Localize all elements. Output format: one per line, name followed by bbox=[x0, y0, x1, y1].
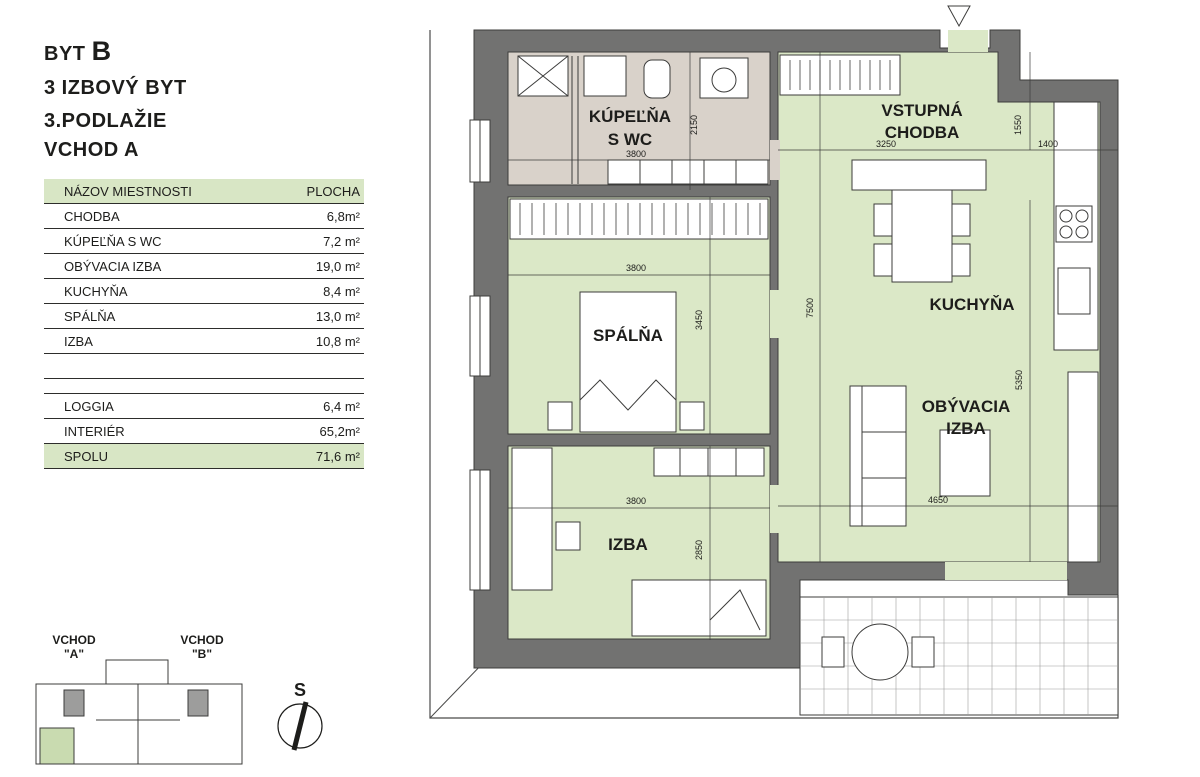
loggia-chair bbox=[821, 636, 845, 668]
apartment-entrance: VCHOD A bbox=[44, 139, 139, 161]
dim-bath-h: 2150 bbox=[689, 115, 699, 135]
total-area: 6,4 m² bbox=[254, 393, 364, 419]
dim-bed-w: 3800 bbox=[626, 263, 646, 273]
key-entrance-b-2: "B" bbox=[192, 647, 212, 661]
room-area: 13,0 m² bbox=[254, 303, 364, 329]
apartment-title-prefix: BYT bbox=[44, 43, 86, 65]
compass-letter: S bbox=[294, 680, 306, 700]
label-hall-2: CHODBA bbox=[885, 123, 960, 142]
label-bedroom: SPÁLŇA bbox=[593, 326, 663, 345]
room-area: 10,8 m² bbox=[254, 328, 364, 354]
label-room: IZBA bbox=[608, 535, 648, 554]
label-hall-1: VSTUPNÁ bbox=[881, 101, 962, 120]
key-plan-stair-b bbox=[187, 689, 209, 717]
key-entrance-a-2: "A" bbox=[64, 647, 84, 661]
loggia-table bbox=[851, 623, 909, 681]
apartment-type: 3 IZBOVÝ BYT bbox=[44, 77, 187, 99]
table-spacer-row bbox=[44, 353, 364, 379]
key-plan-stair-a bbox=[63, 689, 85, 717]
label-kitchen: KUCHYŇA bbox=[930, 295, 1015, 314]
total-area: 71,6 m² bbox=[254, 443, 364, 469]
hangers bbox=[519, 60, 891, 235]
col-area-header: PLOCHA bbox=[254, 179, 364, 204]
dim-hall-h: 1550 bbox=[1013, 115, 1023, 135]
room-area: 19,0 m² bbox=[254, 253, 364, 279]
dim-bed-h: 3450 bbox=[694, 310, 704, 330]
room-name: IZBA bbox=[44, 328, 255, 354]
room-furniture bbox=[511, 447, 767, 637]
table-row: KÚPEĽŇA S WC 7,2 m² bbox=[44, 228, 364, 254]
apartment-floor: 3.PODLAŽIE bbox=[44, 110, 167, 132]
total-name: LOGGIA bbox=[44, 393, 255, 419]
entry-arrow-icon bbox=[947, 5, 971, 28]
label-bath-1: KÚPEĽŇA bbox=[589, 107, 671, 126]
balcony-door-gap bbox=[945, 562, 1067, 580]
table-row: LOGGIA 6,4 m² bbox=[44, 393, 364, 419]
area-table-header: NÁZOV MIESTNOSTI PLOCHA bbox=[44, 179, 364, 204]
total-name: INTERIÉR bbox=[44, 418, 255, 444]
apartment-title: BYT B bbox=[44, 38, 112, 65]
entry-door-gap bbox=[948, 30, 988, 52]
room-area: 7,2 m² bbox=[254, 228, 364, 254]
bedroom-door-gap bbox=[770, 290, 780, 338]
area-table: NÁZOV MIESTNOSTI PLOCHA CHODBA 6,8m² KÚP… bbox=[44, 179, 364, 469]
dimension-lines bbox=[508, 52, 1118, 640]
dim-kitchen-w: 1400 bbox=[1038, 139, 1058, 149]
apartment-letter: B bbox=[91, 36, 112, 66]
compass-icon: S bbox=[277, 680, 323, 751]
label-living-2: IZBA bbox=[946, 419, 986, 438]
key-plan bbox=[35, 659, 243, 765]
dim-bath-w: 3800 bbox=[626, 149, 646, 159]
room-name: CHODBA bbox=[44, 203, 255, 229]
bedroom-furniture bbox=[547, 291, 705, 433]
table-row: SPÁLŇA 13,0 m² bbox=[44, 303, 364, 329]
loggia-chair bbox=[911, 636, 935, 668]
loggia-tiles bbox=[800, 597, 1118, 715]
table-row: IZBA 10,8 m² bbox=[44, 328, 364, 354]
col-name-header: NÁZOV MIESTNOSTI bbox=[44, 179, 255, 204]
dim-living-w: 4650 bbox=[928, 495, 948, 505]
kitchen-living-furniture bbox=[849, 101, 1099, 563]
dim-hall-w: 3250 bbox=[876, 139, 896, 149]
dim-total-h: 7500 bbox=[805, 298, 815, 318]
table-row: OBÝVACIA IZBA 19,0 m² bbox=[44, 253, 364, 279]
total-name: SPOLU bbox=[44, 443, 255, 469]
room-name: KUCHYŇA bbox=[44, 278, 255, 304]
total-area: 65,2m² bbox=[254, 418, 364, 444]
room-area: 8,4 m² bbox=[254, 278, 364, 304]
window-set-left bbox=[469, 119, 491, 591]
room-name: KÚPEĽŇA S WC bbox=[44, 228, 255, 254]
room-name: SPÁLŇA bbox=[44, 303, 255, 329]
dim-room-h: 2850 bbox=[694, 540, 704, 560]
key-entrance-a-1: VCHOD bbox=[52, 633, 96, 647]
dim-living-h: 5350 bbox=[1014, 370, 1024, 390]
room-area: 6,8m² bbox=[254, 203, 364, 229]
table-row: INTERIÉR 65,2m² bbox=[44, 418, 364, 444]
table-row: KUCHYŇA 8,4 m² bbox=[44, 278, 364, 304]
room-name: OBÝVACIA IZBA bbox=[44, 253, 255, 279]
label-bath-2: S WC bbox=[608, 130, 652, 149]
table-row: SPOLU 71,6 m² bbox=[44, 443, 364, 469]
table-row: CHODBA 6,8m² bbox=[44, 203, 364, 229]
room-door-gap bbox=[770, 485, 780, 533]
key-entrance-b-1: VCHOD bbox=[180, 633, 224, 647]
site-corner-line bbox=[429, 659, 487, 719]
bathroom-fixtures bbox=[517, 55, 769, 185]
bath-door-gap bbox=[770, 140, 780, 180]
dim-room-w: 3800 bbox=[626, 496, 646, 506]
label-living-1: OBÝVACIA bbox=[922, 397, 1010, 416]
key-plan-highlight bbox=[39, 727, 75, 765]
